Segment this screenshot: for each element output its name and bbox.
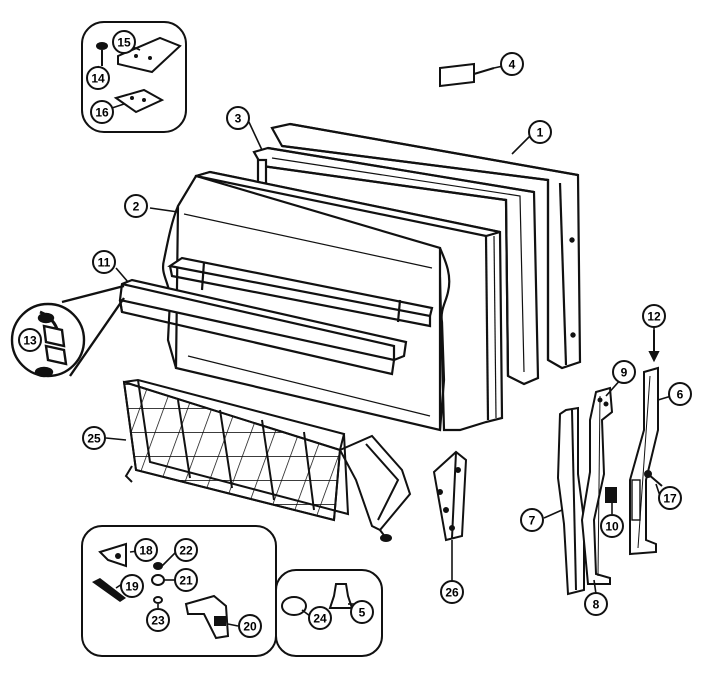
svg-text:12: 12 bbox=[647, 310, 661, 324]
callout-7: 7 bbox=[520, 508, 544, 532]
svg-text:13: 13 bbox=[23, 334, 37, 348]
callout-3: 3 bbox=[226, 106, 250, 130]
svg-text:1: 1 bbox=[537, 126, 544, 140]
callout-11: 11 bbox=[92, 250, 116, 274]
svg-text:16: 16 bbox=[95, 106, 109, 120]
callout-10: 10 bbox=[600, 514, 624, 538]
svg-text:4: 4 bbox=[509, 58, 516, 72]
detail-circle-13 bbox=[10, 284, 125, 378]
door-gasket bbox=[252, 146, 540, 386]
svg-text:11: 11 bbox=[98, 256, 111, 270]
callout-25: 25 bbox=[82, 426, 106, 450]
callout-24: 24 bbox=[308, 606, 332, 630]
svg-text:19: 19 bbox=[125, 580, 139, 594]
svg-text:26: 26 bbox=[445, 586, 459, 600]
wire-basket bbox=[122, 378, 412, 542]
callout-26: 26 bbox=[440, 580, 464, 604]
svg-text:15: 15 bbox=[117, 36, 131, 50]
svg-text:17: 17 bbox=[663, 492, 677, 506]
svg-text:7: 7 bbox=[529, 514, 536, 528]
callout-2: 2 bbox=[124, 194, 148, 218]
svg-text:8: 8 bbox=[593, 598, 600, 612]
door-hinge bbox=[432, 450, 468, 542]
svg-text:23: 23 bbox=[151, 614, 165, 628]
svg-text:25: 25 bbox=[87, 432, 101, 446]
callout-22: 22 bbox=[174, 538, 198, 562]
callout-6: 6 bbox=[668, 382, 692, 406]
svg-text:21: 21 bbox=[179, 574, 193, 588]
callout-17: 17 bbox=[658, 486, 682, 510]
callout-21: 21 bbox=[174, 568, 198, 592]
svg-text:24: 24 bbox=[313, 612, 327, 626]
svg-text:6: 6 bbox=[677, 388, 684, 402]
callout-20: 20 bbox=[238, 614, 262, 638]
callout-23: 23 bbox=[146, 608, 170, 632]
inner-door-liner bbox=[162, 170, 504, 432]
callout-18: 18 bbox=[134, 538, 158, 562]
handle-strips bbox=[556, 366, 659, 596]
callout-16: 16 bbox=[90, 100, 114, 124]
svg-text:14: 14 bbox=[91, 72, 105, 86]
svg-text:3: 3 bbox=[235, 112, 242, 126]
svg-text:9: 9 bbox=[621, 366, 628, 380]
hardware-items bbox=[439, 62, 663, 503]
svg-text:18: 18 bbox=[139, 544, 153, 558]
callout-8: 8 bbox=[584, 592, 608, 616]
callout-12: 12 bbox=[642, 304, 666, 328]
svg-text:22: 22 bbox=[179, 544, 193, 558]
callout-13: 13 bbox=[18, 328, 42, 352]
callout-19: 19 bbox=[120, 574, 144, 598]
callout-9: 9 bbox=[612, 360, 636, 384]
svg-text:5: 5 bbox=[359, 606, 366, 620]
callout-15: 15 bbox=[112, 30, 136, 54]
svg-text:10: 10 bbox=[605, 520, 619, 534]
callout-1: 1 bbox=[528, 120, 552, 144]
callout-5: 5 bbox=[350, 600, 374, 624]
outer-door-panel bbox=[270, 122, 582, 370]
svg-text:2: 2 bbox=[133, 200, 140, 214]
svg-text:20: 20 bbox=[243, 620, 257, 634]
callout-14: 14 bbox=[86, 66, 110, 90]
hardware-kit-inset bbox=[81, 525, 277, 657]
callout-4: 4 bbox=[500, 52, 524, 76]
